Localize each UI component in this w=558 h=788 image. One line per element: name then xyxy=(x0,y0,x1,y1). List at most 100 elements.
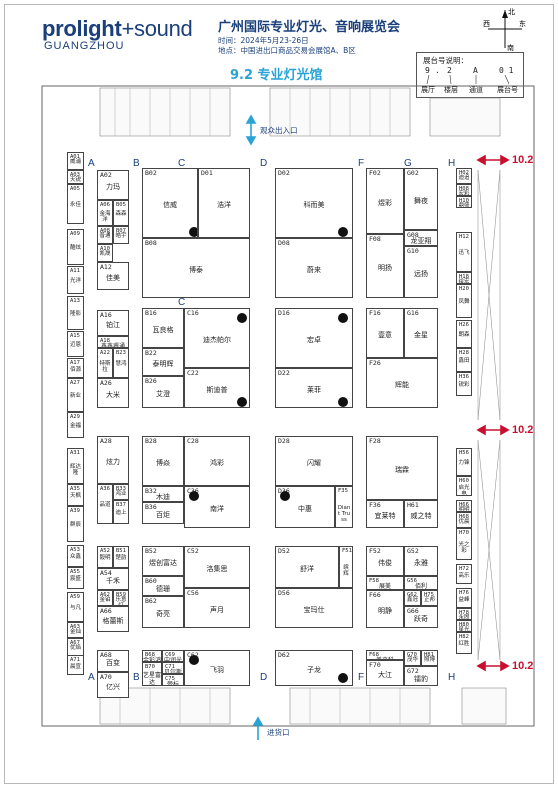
booth-c62[interactable]: C62飞羽 xyxy=(184,650,250,686)
booth-d36[interactable]: D36中惠 xyxy=(275,486,335,528)
booth-c36[interactable]: C36南洋 xyxy=(184,486,250,528)
